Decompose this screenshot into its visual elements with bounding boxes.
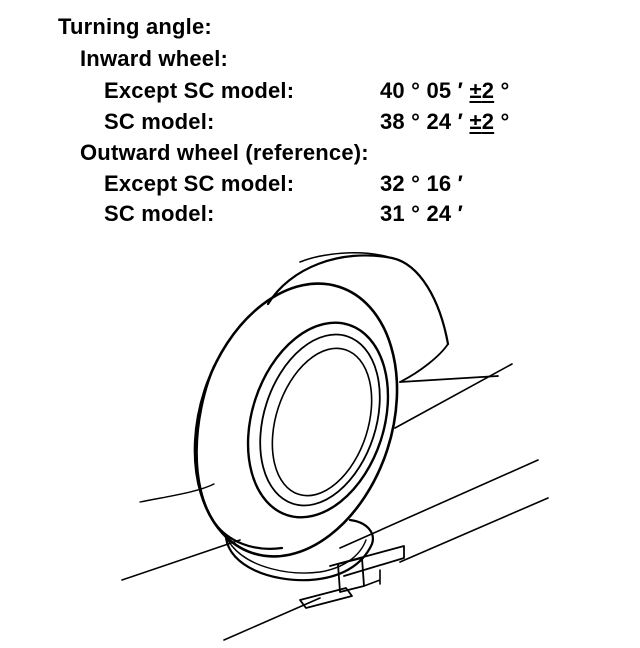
tolerance-sign: ± [469,109,482,134]
fender-arch [266,254,450,346]
tolerance-number: 2 [481,109,495,134]
floor-line-left [121,539,241,581]
outward-sc-value: 31 ° 24 ′ [380,201,464,226]
turntable-plate [224,518,374,582]
outward-except-sc-value: 32 ° 16 ′ [380,171,464,196]
tire-outer [193,282,399,558]
bumper-line [139,483,215,503]
tire-tread [195,364,284,550]
inward-except-sc-value: 40 ° 05 ′ ±2 ° [380,78,510,104]
inward-sc-value: 38 ° 24 ′ ±2 ° [380,109,510,135]
outward-sc-label: SC model: [104,201,215,226]
inward-except-sc-tolerance: ±2 [469,78,494,103]
wheel-rim-outer [246,321,390,519]
inward-sc-label: SC model: [104,109,215,134]
inward-sc-angle: 38 ° 24 ′ [380,109,470,134]
fender-outline [299,251,393,263]
gauge-leg [363,569,381,587]
spec-heading: Turning angle: [58,14,212,39]
inward-wheel-label: Inward wheel: [80,46,229,71]
body-side-line [399,343,449,383]
tolerance-unit: ° [494,109,510,134]
inward-except-sc-label: Except SC model: [104,78,295,103]
floor-line-rail-top [339,459,539,549]
wheel-rim-inner [259,333,381,507]
turning-angle-spec: Turning angle: Inward wheel: Except SC m… [0,0,640,230]
floor-line-rail-bottom2 [399,497,549,563]
inward-except-sc-angle: 40 ° 05 ′ [380,78,470,103]
turntable-rim [231,539,367,574]
outward-wheel-label: Outward wheel (reference): [80,140,369,165]
floor-line-rail-bottom [223,597,321,641]
tolerance-sign: ± [469,78,482,103]
tolerance-unit: ° [494,78,510,103]
gauge-arm [329,545,405,577]
wheel-rim-core [271,347,373,497]
tolerance-number: 2 [481,78,495,103]
gauge-base [299,587,353,609]
gauge-block [337,557,365,593]
rocker-line [399,375,499,383]
body-lower-edge [394,363,513,429]
outward-except-sc-label: Except SC model: [104,171,295,196]
turntable-wheel-illustration [121,251,549,641]
inward-sc-tolerance: ±2 [469,109,494,134]
